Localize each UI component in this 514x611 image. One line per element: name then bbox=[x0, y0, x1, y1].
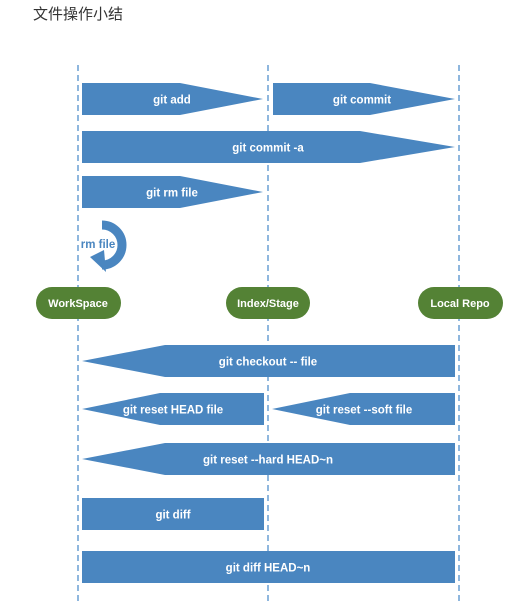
command-label: git add bbox=[153, 95, 191, 107]
command-label: git commit -a bbox=[232, 143, 304, 155]
lane-workspace: WorkSpace bbox=[36, 287, 121, 319]
command-git-commit-a: git commit -a bbox=[82, 131, 455, 163]
command-git-reset-hard: git reset --hard HEAD~n bbox=[82, 443, 455, 475]
command-label: git commit bbox=[333, 95, 391, 107]
command-label: git reset HEAD file bbox=[123, 405, 223, 417]
rm-file-label: rm file bbox=[81, 239, 116, 251]
command-git-diff: git diff bbox=[82, 498, 264, 530]
command-git-reset-soft-file: git reset --soft file bbox=[272, 393, 455, 425]
command-git-diff-head-n: git diff HEAD~n bbox=[82, 551, 455, 583]
lane-label-index: Index/Stage bbox=[237, 298, 299, 310]
command-label: git diff bbox=[155, 510, 190, 522]
command-label: git reset --soft file bbox=[316, 405, 412, 417]
lane-label-workspace: WorkSpace bbox=[48, 298, 108, 310]
command-git-add: git add bbox=[82, 83, 263, 115]
command-label: git checkout -- file bbox=[219, 357, 317, 369]
command-git-checkout-file: git checkout -- file bbox=[82, 345, 455, 377]
lane-index-stage: Index/Stage bbox=[226, 287, 310, 319]
page-title: 文件操作小结 bbox=[33, 5, 124, 23]
command-label: git rm file bbox=[146, 188, 198, 200]
rm-file-circular-arrow-icon: rm file bbox=[81, 220, 127, 272]
command-git-reset-head-file: git reset HEAD file bbox=[82, 393, 264, 425]
command-git-rm-file: git rm file bbox=[82, 176, 263, 208]
command-git-commit: git commit bbox=[273, 83, 455, 115]
lane-local-repo: Local Repo bbox=[418, 287, 503, 319]
command-label: git reset --hard HEAD~n bbox=[203, 455, 333, 467]
lane-label-repo: Local Repo bbox=[430, 298, 490, 310]
command-label: git diff HEAD~n bbox=[226, 563, 311, 575]
